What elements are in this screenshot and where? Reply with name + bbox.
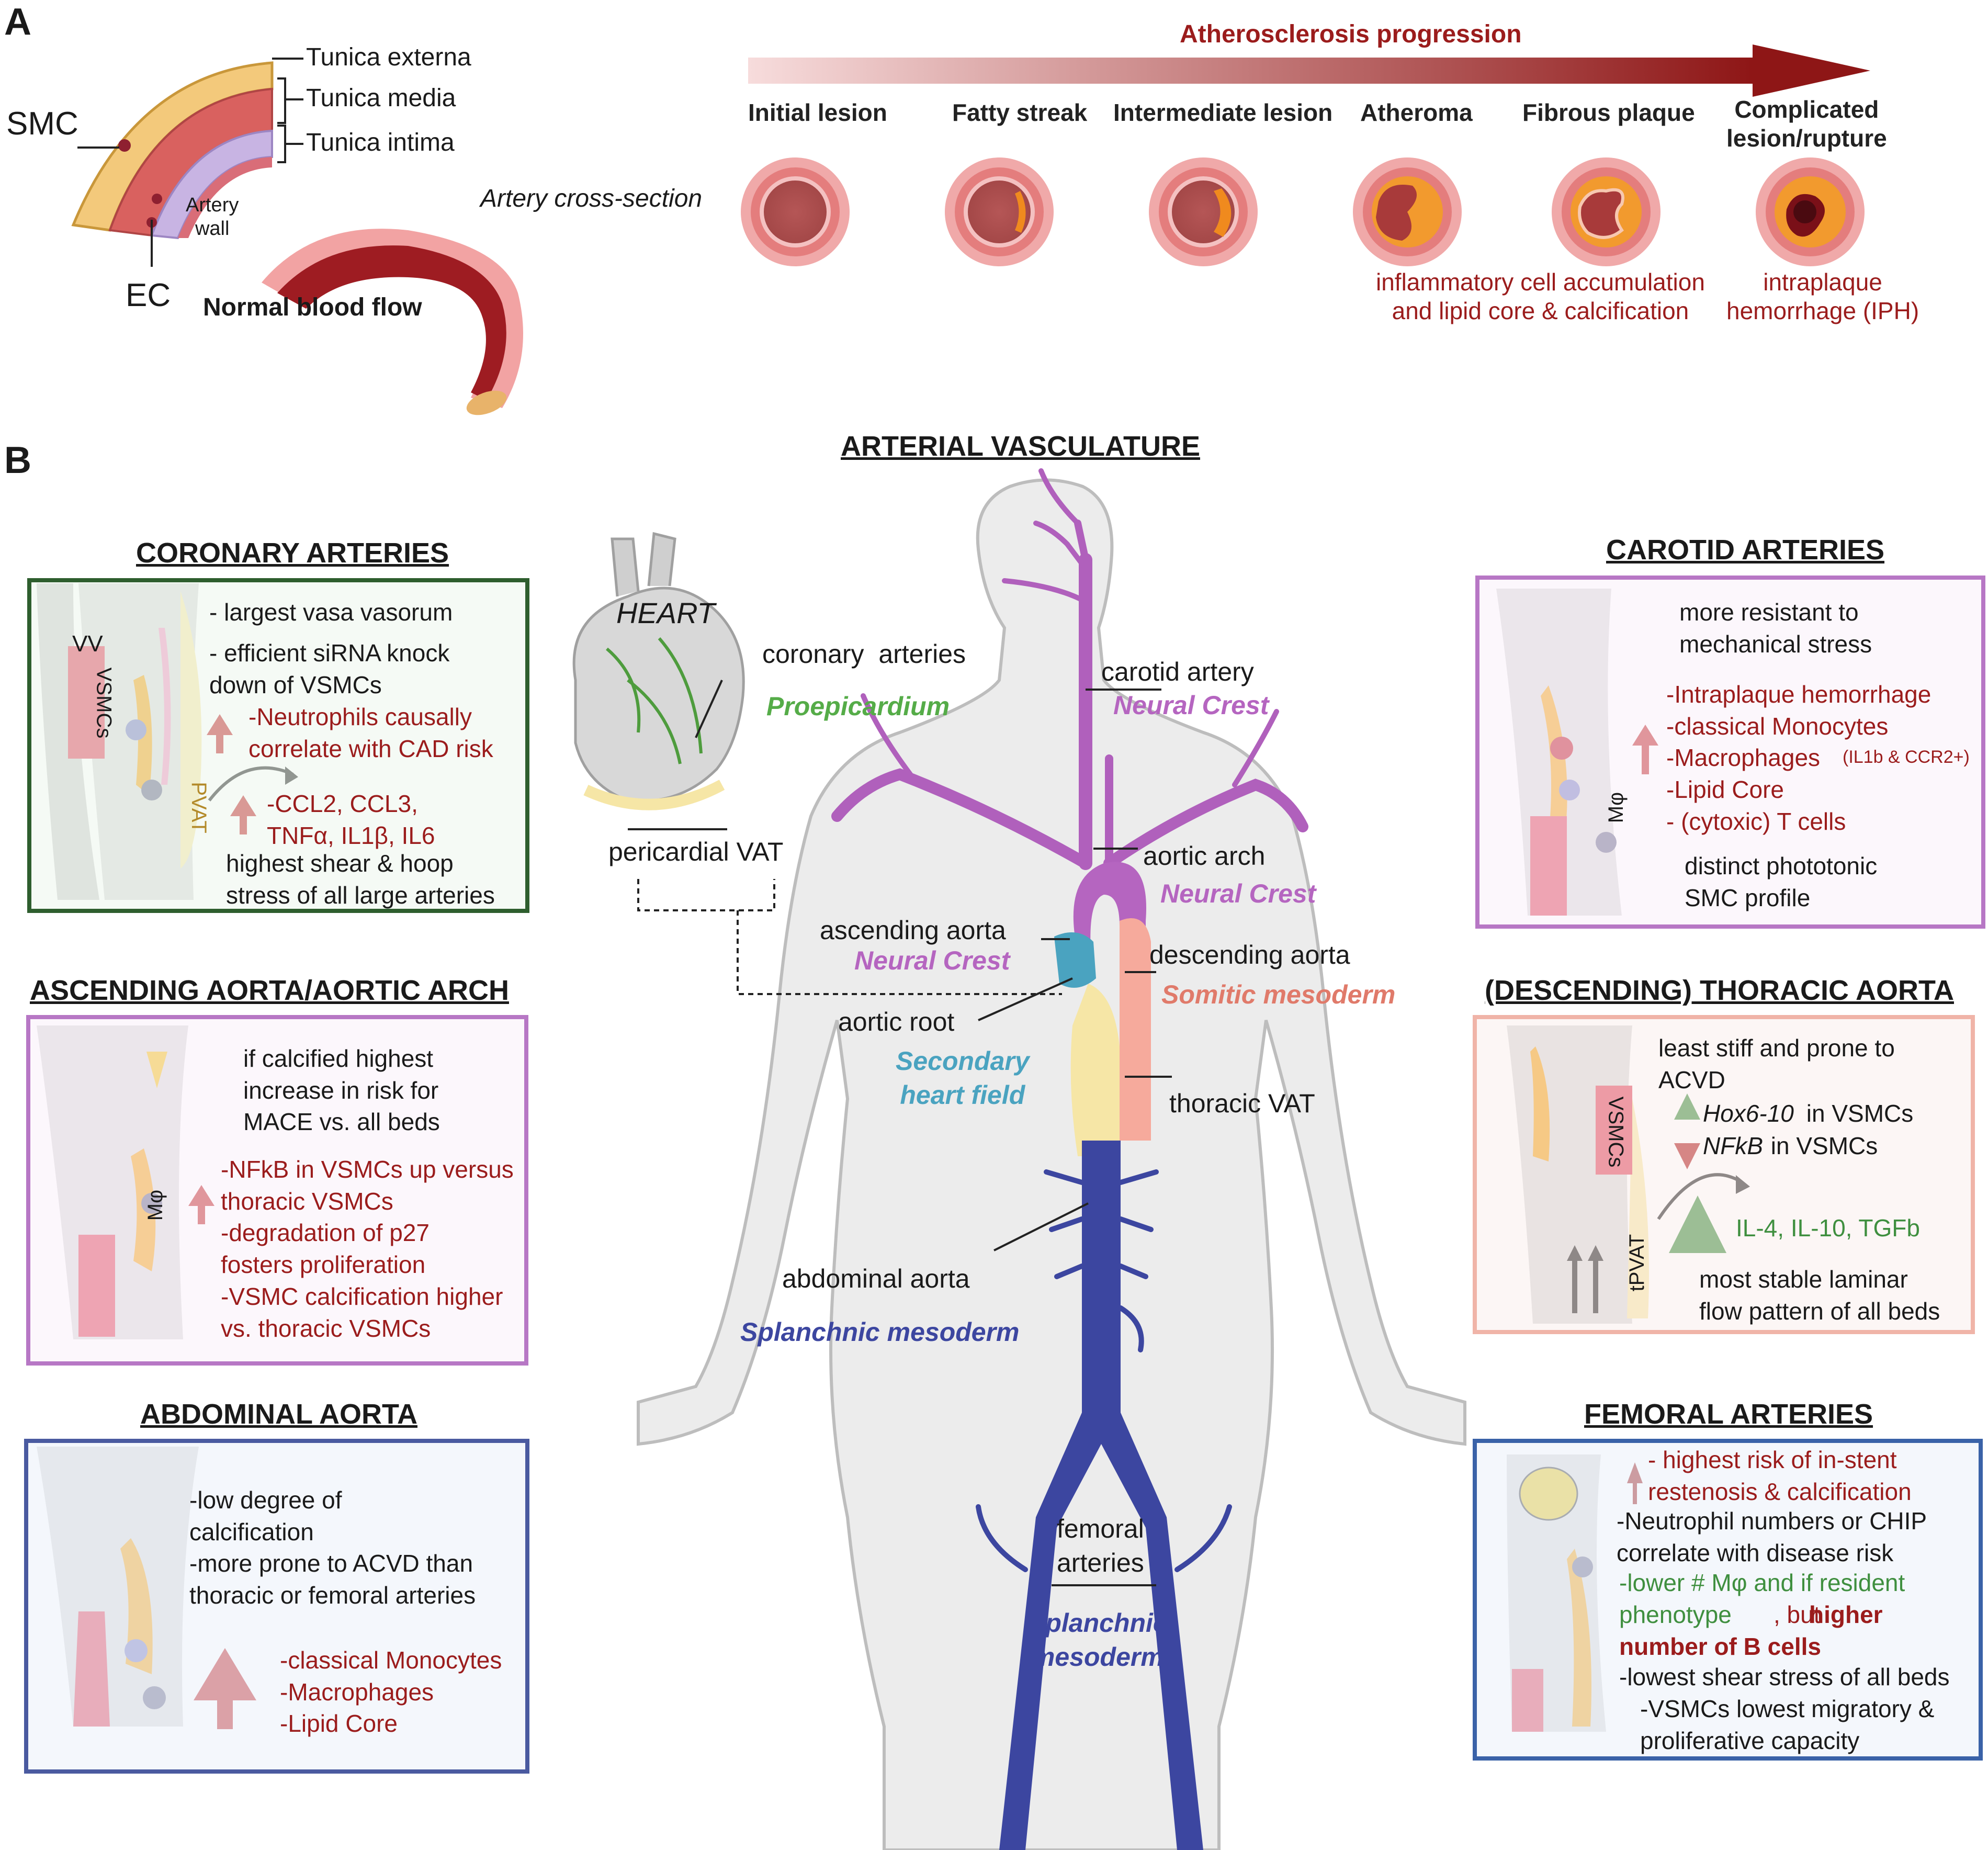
femoral-line-3: -lower # Mφ and if resident phenotype [1619,1569,1905,1628]
panel-a-letter: A [4,1,31,43]
blood-vessel-tube [262,229,523,415]
aortic-root-label: aortic root [838,1007,955,1036]
pericardial-vat-label: pericardial VAT [608,837,784,866]
descending-origin-label: Somitic mesoderm [1161,980,1396,1009]
coronary-line-5: highest shear & hoop stress of all large… [226,850,495,909]
femoral-line-1: - highest risk of in-stent restenosis & … [1648,1446,1912,1505]
thoracic-line-1: least stiff and prone to ACVD [1658,1034,1895,1093]
thoracic-nfkb-suffix: in VSMCs [1764,1132,1878,1159]
thoracic-vat-shape [1070,984,1120,1156]
coronary-line-3: -Neutrophils causally correlate with CAD… [249,703,493,762]
stage-fatty-streak: Fatty streak [952,99,1088,126]
thoracic-hox-label: Hox6-10 [1703,1100,1794,1127]
normal-blood-flow-label: Normal blood flow [203,294,422,321]
carotid-line-3: (IL1b & CCR2+) [1843,747,1970,767]
stage-fibrous-plaque: Fibrous plaque [1522,99,1695,126]
descending-aorta-label: descending aorta [1149,940,1350,969]
femoral-line-4: , but [1774,1601,1827,1628]
coronary-vsmcs-label: VSMCs [92,667,116,739]
carotid-vessels [831,468,1308,870]
carotid-box-title: CAROTID ARTERIES [1606,534,1885,566]
leader-lines [628,680,1172,1586]
ascending-aorta-label: ascending aorta [820,916,1006,945]
thoracic-nfkb-label: NFkB [1703,1132,1763,1159]
femoral-line-2: -Neutrophil numbers or CHIP correlate wi… [1617,1507,1927,1566]
ascending-origin-label: Neural Crest [854,946,1010,975]
panel-b-title: ARTERIAL VASCULATURE [841,431,1200,462]
femoral-line-7: -VSMCs lowest migratory & proliferative … [1640,1695,1935,1754]
femoral-line-6: -lowest shear stress of all beds [1619,1663,1950,1690]
carotid-artery-label: carotid artery [1101,657,1254,686]
femoral-line-5: higher number of B cells [1619,1601,1883,1660]
thoracic-box-title: (DESCENDING) THORACIC AORTA [1485,975,1954,1006]
heart-label: HEART [616,596,715,629]
stage-initial-lesion: Initial lesion [748,99,887,126]
thoracic-hox-suffix: in VSMCs [1800,1100,1914,1127]
ec-label: EC [126,277,171,313]
ascending-line-1: if calcified highest increase in risk fo… [243,1045,440,1136]
femoral-origin-label: Splanchnic mesoderm [1028,1608,1168,1672]
femoral-arteries-label: femoral arteries [1057,1514,1144,1577]
abdominal-aorta-label: abdominal aorta [782,1264,970,1293]
cross-sections [741,157,1865,266]
ascending-mphi-label: Mφ [144,1189,167,1221]
carotid-mphi-label: Mφ [1605,792,1628,824]
coronary-line-1: - largest vasa vasorum [209,599,453,626]
tunica-media-label: Tunica media [306,84,456,112]
thoracic-tpvat-label: tPVAT [1625,1234,1649,1292]
smc-label: SMC [6,106,78,142]
coronary-box [27,578,529,913]
thoracic-line-6: IL-4, IL-10, TGFb [1736,1214,1920,1242]
abdominal-origin-label: Splanchnic mesoderm [740,1317,1020,1347]
ascending-box-title: ASCENDING AORTA/AORTIC ARCH [30,975,509,1006]
abdominal-line-2: -classical Monocytes -Macrophages -Lipid… [280,1646,502,1738]
carotid-line-1: more resistant to mechanical stress [1679,599,1872,658]
coronary-line-2: - efficient siRNA knock down of VSMCs [209,639,450,698]
abdominal-box [24,1439,529,1774]
stage-complicated-lesion: Complicated lesion/rupture [1726,96,1887,152]
artery-wall-label: Artery wall [186,194,239,240]
aortic-arch-label: aortic arch [1143,841,1266,871]
aortic-root-origin-label: Secondary heart field [896,1046,1030,1110]
coronary-pvat-label: PVAT [187,782,210,833]
femoral-box-title: FEMORAL ARTERIES [1584,1398,1873,1430]
thoracic-vsmcs-label: VSMCs [1604,1096,1628,1168]
femoral-box [1473,1439,1983,1761]
complicated-annotation: intraplaque hemorrhage (IPH) [1726,268,1919,325]
thoracic-line-7: most stable laminar flow pattern of all … [1699,1266,1940,1325]
carotid-origin-label: Neural Crest [1113,691,1269,720]
cross-section-label: Artery cross-section [480,185,703,212]
abdominal-box-title: ABDOMINAL AORTA [140,1398,417,1430]
tunica-intima-label: Tunica intima [306,129,455,156]
panel-b-letter: B [4,439,31,481]
abdominal-line-1: -low degree of calcification -more prone… [189,1486,476,1609]
progression-title: Atherosclerosis progression [1180,20,1522,48]
artery-wall-illustration [71,61,274,240]
carotid-line-2: -Intraplaque hemorrhage -classical Monoc… [1666,681,1931,835]
stage-atheroma: Atheroma [1360,99,1473,126]
progression-arrow [748,44,1870,97]
coronary-vv-label: VV [72,631,103,657]
coronary-box-title: CORONARY ARTERIES [136,537,449,569]
fibrous-annotation: inflammatory cell accumulation and lipid… [1376,268,1705,325]
thoracic-vat-label: thoracic VAT [1169,1089,1315,1118]
coronary-arteries-label: coronary arteries [762,639,966,669]
heart-illustration [572,532,745,810]
stage-intermediate-lesion: Intermediate lesion [1113,99,1333,126]
ascending-box [26,1015,528,1366]
body-silhouette [637,478,1466,1850]
tunica-externa-label: Tunica externa [306,43,471,71]
coronary-line-4: -CCL2, CCL3, TNFα, IL1β, IL6 [267,790,435,849]
carotid-box [1475,576,1985,929]
ascending-line-2: -NFkB in VSMCs up versus thoracic VSMCs … [221,1156,514,1342]
proepicardium-label: Proepicardium [766,692,950,721]
carotid-line-4: distinct phototonic SMC profile [1685,852,1878,911]
aortic-arch-origin-label: Neural Crest [1160,879,1316,908]
thoracic-box [1473,1015,1975,1334]
abdominal-vessels [999,1141,1203,1850]
